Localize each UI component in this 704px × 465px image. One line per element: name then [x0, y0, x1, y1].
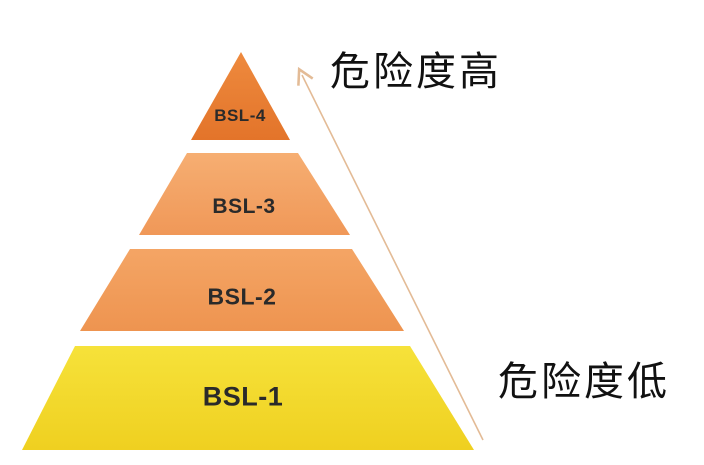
- tier-bsl-3: [139, 153, 350, 235]
- tier-label-bsl-3: BSL-3: [212, 195, 276, 218]
- risk-low-label: 危险度低: [498, 359, 670, 405]
- tier-bsl-2: [80, 249, 404, 331]
- risk-high-label: 危险度高: [330, 49, 502, 95]
- tier-bsl-4: [191, 52, 290, 140]
- tier-label-bsl-1: BSL-1: [202, 381, 284, 412]
- tier-label-bsl-4: BSL-4: [214, 106, 266, 125]
- risk-arrow: [297, 66, 484, 441]
- tier-label-bsl-2: BSL-2: [207, 283, 277, 310]
- tier-bsl-1: [22, 346, 474, 450]
